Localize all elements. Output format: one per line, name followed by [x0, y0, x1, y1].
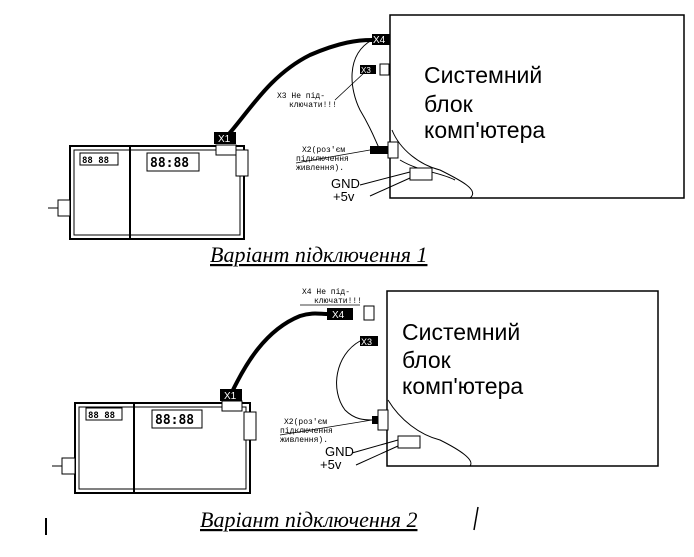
system-unit-label-line3: комп'ютера	[424, 117, 545, 143]
system-unit-label-line1: Системний	[402, 319, 520, 345]
x4-connector	[327, 308, 353, 320]
x1-x4-cable	[226, 38, 373, 137]
x2-note-line1: X2(роз'єм	[284, 418, 327, 427]
main-display	[151, 409, 203, 429]
system-unit-label-line2: блок	[424, 91, 474, 117]
x2-note-leader	[279, 419, 373, 436]
x4-note-line2: ключати!!!	[314, 297, 362, 306]
x4-label: X4	[332, 310, 345, 321]
x2-socket	[377, 409, 389, 431]
x2-socket	[387, 141, 399, 159]
x1-side-plug	[235, 149, 249, 177]
variant-1-caption: Варіант підключення 1	[210, 242, 427, 267]
internal-wire	[387, 399, 472, 467]
variant-2-diagram: Системний блок комп'ютера X4 Не під- клю…	[52, 288, 659, 532]
internal-wire	[391, 129, 473, 199]
system-unit-box	[386, 290, 659, 467]
plus5v-wire	[369, 177, 411, 197]
power-plug	[409, 167, 433, 181]
system-unit-label-line1: Системний	[424, 62, 542, 88]
x2-note-line3: живлення).	[280, 436, 328, 445]
x2-note-leader	[295, 149, 371, 164]
gnd-label: GND	[331, 176, 360, 191]
x2-note-line2: підключення	[280, 427, 333, 436]
small-display-value: 88 88	[82, 156, 109, 166]
x1-label: X1	[218, 134, 231, 145]
x1-side-plug	[243, 411, 257, 441]
system-unit-label-line3: комп'ютера	[402, 373, 523, 399]
device-box-inner	[73, 149, 241, 236]
x4-connector	[372, 34, 390, 45]
gnd-wire	[351, 439, 399, 454]
x3-connector	[360, 65, 376, 74]
gnd-label: GND	[325, 444, 354, 459]
small-display-value: 88 88	[88, 411, 115, 421]
x2-note-line2: підключення	[296, 155, 349, 164]
small-display	[79, 152, 119, 166]
main-display-value: 88:88	[150, 156, 189, 171]
x3-connector	[360, 336, 378, 346]
gnd-wire	[359, 171, 411, 186]
x1-x4-cable	[230, 311, 328, 393]
variant-1-diagram: Системний блок комп'ютера X4 X3 X3 Не пі…	[48, 14, 685, 267]
x3-socket	[379, 63, 390, 76]
system-unit-label-line2: блок	[402, 347, 452, 373]
small-display	[85, 407, 123, 421]
x4-note-line1: X4 Не під-	[302, 288, 350, 297]
x1-connector	[214, 132, 236, 144]
variant-2-caption: Варіант підключення 2	[200, 507, 417, 532]
plus5v-wire	[355, 445, 399, 466]
device-power-jack	[61, 457, 76, 475]
device-power-jack	[57, 199, 71, 217]
x3-label: X3	[361, 337, 372, 347]
x3-note-line1: X3 Не під-	[277, 92, 325, 101]
x3-label: X3	[361, 66, 371, 75]
plus5v-label: +5v	[320, 457, 342, 472]
device-box-inner	[78, 406, 247, 490]
plus5v-label: +5v	[333, 189, 355, 204]
x4-x2-wire	[351, 39, 381, 151]
x1-socket	[221, 400, 243, 412]
x3-note-leader	[334, 71, 366, 101]
x2-connector	[370, 146, 388, 154]
x3-note-line2: ключати!!!	[289, 101, 337, 110]
x4-label: X4	[373, 35, 386, 46]
text-cursor-mark	[473, 506, 479, 531]
x2-note-line3: живлення).	[296, 164, 344, 173]
x3-x2-wire	[336, 340, 373, 421]
x1-label: X1	[224, 391, 237, 402]
x1-socket	[215, 144, 237, 156]
main-display-value: 88:88	[155, 413, 194, 428]
x2-note-line1: X2(роз'єм	[302, 146, 345, 155]
power-plug	[397, 435, 421, 449]
x1-connector	[220, 389, 242, 401]
system-unit-box	[389, 14, 685, 199]
x4-socket	[363, 305, 375, 321]
main-display	[146, 152, 200, 172]
